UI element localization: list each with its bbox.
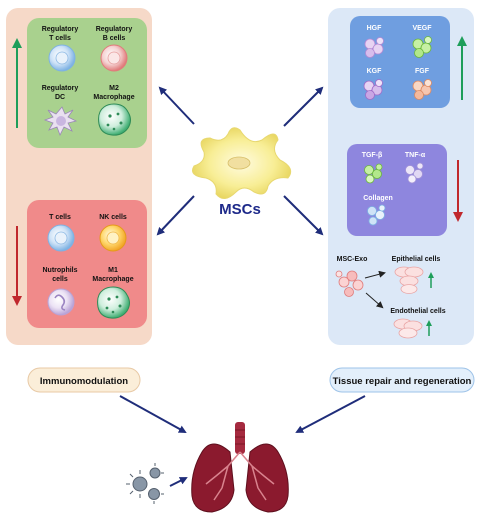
- tissue-repair-caption: Tissue repair and regeneration: [333, 376, 472, 387]
- arrow-repair-to-lung: [295, 395, 366, 433]
- m2-label-2: Macrophage: [93, 94, 134, 101]
- m1-label-1: M1: [108, 267, 118, 274]
- epithelial-cells-icon: [394, 266, 424, 294]
- arrow-to-upregulated: [158, 86, 195, 125]
- virus-icon: [126, 463, 164, 504]
- exo-to-endothelial-arrow: [365, 292, 384, 309]
- m2-label-1: M2: [109, 85, 119, 92]
- m2-macrophage-icon: [98, 103, 131, 136]
- reg-b-label-2: B cells: [103, 35, 126, 42]
- factors-down-arrow-icon: [453, 212, 463, 222]
- arrow-immuno-to-lung: [119, 395, 187, 433]
- collagen-molecule-icon: [367, 204, 386, 226]
- arrow-to-downregulated: [156, 195, 195, 236]
- epithelial-up-arrow-icon: [428, 272, 434, 278]
- reg-dc-label-2: DC: [55, 94, 65, 101]
- neutrophils-label-1: Nutrophils: [43, 267, 78, 274]
- tnf-alpha-label: TNF-α: [405, 152, 426, 159]
- nk-cells-label: NK cells: [99, 214, 127, 221]
- down-arrow-icon: [12, 296, 22, 306]
- endothelial-cells-icon: [393, 318, 423, 339]
- reg-dc-label-1: Regulatory: [42, 85, 79, 92]
- vegf-molecule-icon: [412, 36, 432, 58]
- m1-label-2: Macrophage: [92, 276, 133, 283]
- fgf-molecule-icon: [412, 79, 432, 100]
- reg-t-label-2: T cells: [49, 35, 71, 42]
- arrow-to-growth-factors: [283, 86, 324, 127]
- kgf-label: KGF: [367, 68, 383, 75]
- reg-b-label-1: Regulatory: [96, 26, 133, 33]
- exo-to-epithelial-arrow: [364, 270, 386, 279]
- t-cell-icon: [47, 224, 75, 252]
- reg-t-label-1: Regulatory: [42, 26, 79, 33]
- tnf-alpha-molecule-icon: [405, 162, 424, 184]
- epithelial-cells-label: Epithelial cells: [392, 256, 441, 263]
- immunomodulation-caption: Immunomodulation: [40, 376, 128, 387]
- neutrophil-icon: [47, 288, 75, 316]
- downregulated-cells-box: [27, 200, 147, 328]
- immunomodulation-pill: [27, 367, 141, 393]
- msc-exo-label: MSC-Exo: [337, 256, 368, 263]
- hgf-molecule-icon: [364, 37, 384, 58]
- neutrophils-label-2: cells: [52, 276, 68, 283]
- fgf-label: FGF: [415, 68, 430, 75]
- arrow-virus-to-lung: [169, 477, 188, 487]
- tissue-repair-pill: [329, 367, 475, 393]
- collagen-label: Collagen: [363, 195, 393, 202]
- nk-cell-icon: [99, 224, 127, 252]
- regulatory-t-cell-icon: [48, 44, 76, 72]
- regulatory-dc-icon: [43, 106, 78, 136]
- upregulated-cells-box: [27, 18, 147, 148]
- tgf-beta-label: TGF-β: [362, 152, 383, 159]
- exosome-icon: [335, 270, 364, 297]
- kgf-molecule-icon: [363, 79, 383, 100]
- growth-factors-box: [350, 16, 450, 108]
- msc-cell-icon: [192, 127, 292, 199]
- hgf-label: HGF: [367, 25, 383, 32]
- endothelial-cells-label: Endothelial cells: [390, 308, 445, 315]
- up-arrow-icon: [12, 38, 22, 48]
- m1-macrophage-icon: [97, 286, 130, 319]
- regulatory-b-cell-icon: [100, 44, 128, 72]
- factors-up-arrow-icon: [457, 36, 467, 46]
- endothelial-up-arrow-icon: [426, 320, 432, 326]
- vegf-label: VEGF: [412, 25, 432, 32]
- t-cells-label: T cells: [49, 214, 71, 221]
- lung-icon: [191, 422, 289, 513]
- tgf-beta-molecule-icon: [364, 163, 383, 184]
- msc-label: MSCs: [219, 201, 261, 218]
- arrow-to-repair: [283, 195, 324, 236]
